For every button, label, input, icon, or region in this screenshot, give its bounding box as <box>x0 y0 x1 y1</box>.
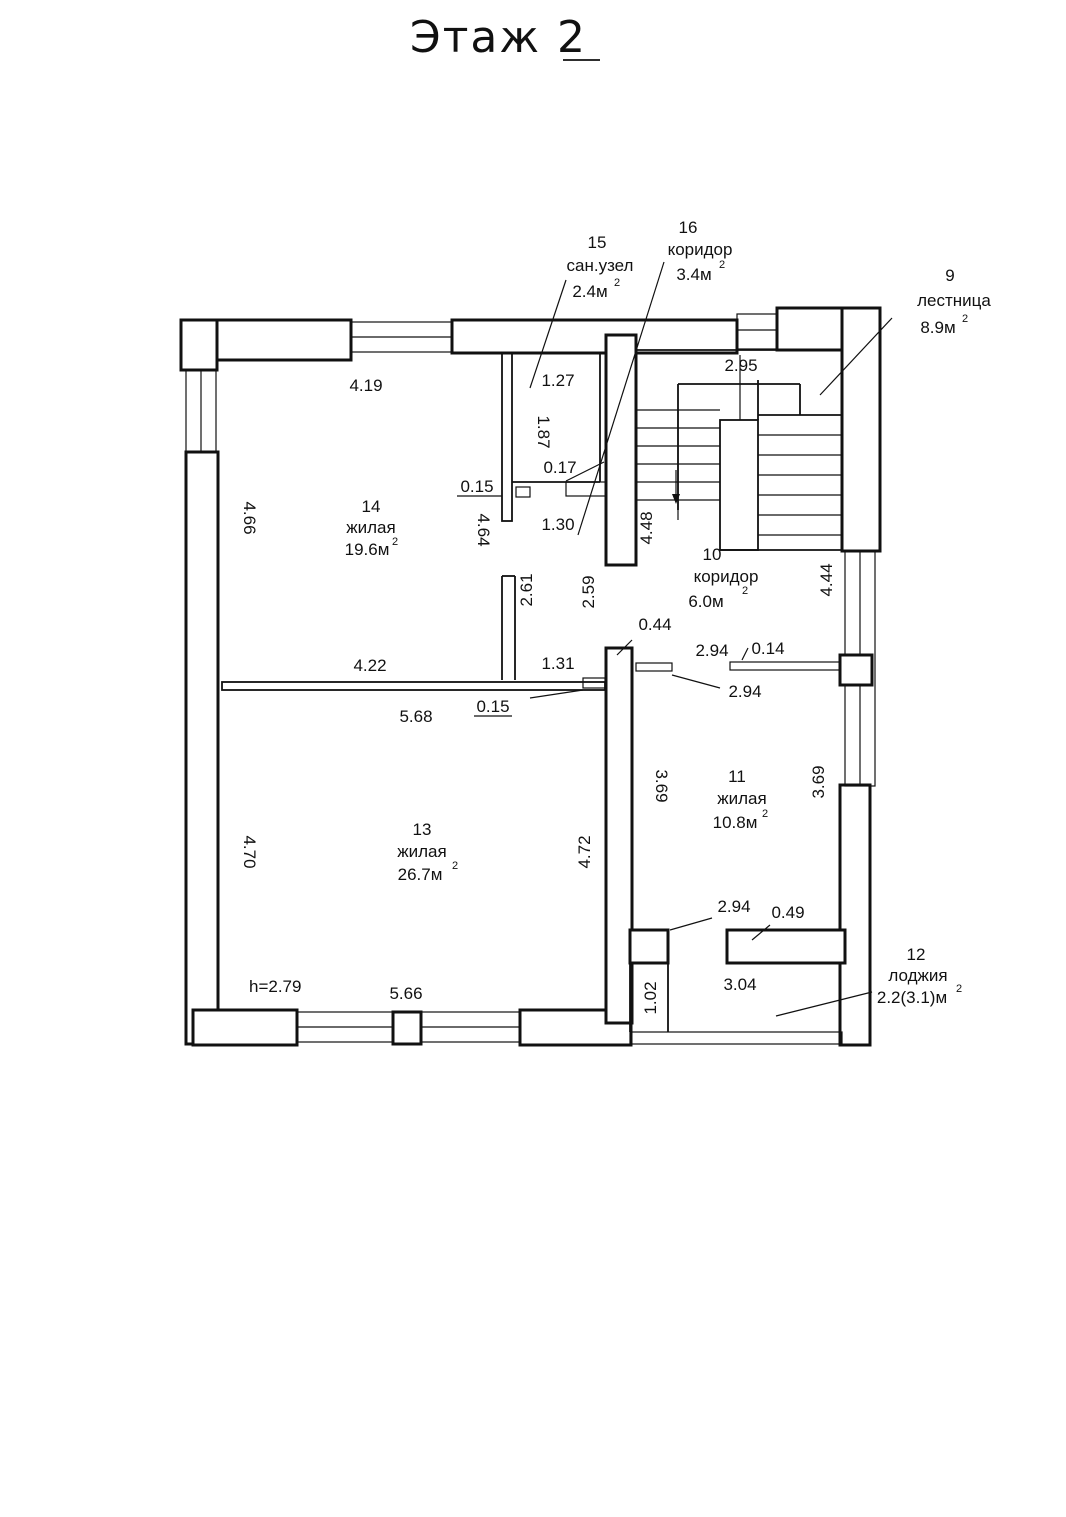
svg-text:1.02: 1.02 <box>641 981 660 1014</box>
svg-text:коридор: коридор <box>694 567 759 586</box>
svg-text:2: 2 <box>962 313 968 325</box>
svg-text:10.8м: 10.8м <box>713 813 758 832</box>
svg-text:2: 2 <box>614 277 620 289</box>
svg-text:0.49: 0.49 <box>771 903 804 922</box>
room-14: 14 жилая 19.6м 2 <box>345 497 399 559</box>
svg-text:2: 2 <box>452 860 458 872</box>
svg-text:6.0м: 6.0м <box>688 592 723 611</box>
svg-text:3.69: 3.69 <box>652 769 671 802</box>
svg-text:5.66: 5.66 <box>389 984 422 1003</box>
interior-lines <box>218 349 842 1032</box>
svg-text:2.2(3.1)м: 2.2(3.1)м <box>877 988 947 1007</box>
svg-text:2: 2 <box>719 259 725 271</box>
svg-text:12: 12 <box>907 945 926 964</box>
svg-text:0.15: 0.15 <box>476 697 509 716</box>
svg-text:2.94: 2.94 <box>717 897 750 916</box>
ceiling-height: h=2.79 <box>249 977 301 996</box>
svg-text:2.4м: 2.4м <box>572 282 607 301</box>
svg-text:1.30: 1.30 <box>541 515 574 534</box>
svg-text:0.17: 0.17 <box>543 458 576 477</box>
svg-text:14: 14 <box>362 497 381 516</box>
svg-text:3.04: 3.04 <box>723 975 756 994</box>
svg-text:1.87: 1.87 <box>534 415 553 448</box>
svg-text:2.95: 2.95 <box>724 356 757 375</box>
svg-text:10: 10 <box>703 545 722 564</box>
svg-text:9: 9 <box>945 266 954 285</box>
svg-text:3.69: 3.69 <box>809 765 828 798</box>
svg-text:жилая: жилая <box>717 789 766 808</box>
plan-title: Этаж 2 <box>410 12 587 63</box>
dimension-labels: 4.19 4.66 4.22 4.64 0.15 2.61 1.27 1.87 … <box>240 356 836 1015</box>
room-11: 11 жилая 10.8м 2 <box>713 767 769 832</box>
leader-lines <box>457 261 893 1017</box>
walls <box>179 306 882 1047</box>
room-12: 12 лоджия 2.2(3.1)м 2 <box>877 945 962 1007</box>
svg-text:15: 15 <box>588 233 607 252</box>
svg-text:2.94: 2.94 <box>695 641 728 660</box>
svg-text:26.7м: 26.7м <box>398 865 443 884</box>
svg-text:11: 11 <box>728 767 746 786</box>
svg-text:жилая: жилая <box>346 518 395 537</box>
svg-text:13: 13 <box>413 820 432 839</box>
svg-text:2.59: 2.59 <box>579 575 598 608</box>
svg-text:0.15: 0.15 <box>460 477 493 496</box>
svg-text:лестница: лестница <box>917 291 991 310</box>
svg-text:0.14: 0.14 <box>751 639 784 658</box>
room-9: 9 лестница 8.9м 2 <box>917 266 991 337</box>
stair-arrow-icon <box>672 470 680 504</box>
svg-text:2: 2 <box>956 983 962 995</box>
room-10: 10 коридор 6.0м 2 <box>688 545 758 611</box>
svg-text:лоджия: лоджия <box>888 966 947 985</box>
windows <box>185 313 876 1046</box>
svg-text:коридор: коридор <box>668 240 733 259</box>
svg-text:4.66: 4.66 <box>240 501 259 534</box>
svg-text:жилая: жилая <box>397 842 446 861</box>
room-13: 13 жилая 26.7м 2 <box>397 820 458 884</box>
svg-text:8.9м: 8.9м <box>920 318 955 337</box>
svg-text:3.4м: 3.4м <box>676 265 711 284</box>
svg-text:2: 2 <box>392 536 398 548</box>
svg-text:2.61: 2.61 <box>517 573 536 606</box>
svg-text:0.44: 0.44 <box>638 615 671 634</box>
svg-text:5.68: 5.68 <box>399 707 432 726</box>
room-16: 16 коридор 3.4м 2 <box>668 218 733 284</box>
svg-text:сан.узел: сан.узел <box>567 256 634 275</box>
room-15: 15 сан.узел 2.4м 2 <box>567 233 634 301</box>
svg-text:1.27: 1.27 <box>541 371 574 390</box>
svg-text:4.70: 4.70 <box>240 835 259 868</box>
svg-text:19.6м: 19.6м <box>345 540 390 559</box>
svg-text:4.44: 4.44 <box>817 563 836 596</box>
svg-text:4.72: 4.72 <box>575 835 594 868</box>
svg-text:2.94: 2.94 <box>728 682 761 701</box>
svg-text:4.22: 4.22 <box>353 656 386 675</box>
svg-text:1.31: 1.31 <box>541 654 574 673</box>
svg-text:2: 2 <box>742 585 748 597</box>
svg-text:2: 2 <box>762 808 768 820</box>
svg-text:4.48: 4.48 <box>637 511 656 544</box>
svg-text:16: 16 <box>679 218 698 237</box>
svg-text:4.64: 4.64 <box>474 513 493 546</box>
svg-text:4.19: 4.19 <box>349 376 382 395</box>
